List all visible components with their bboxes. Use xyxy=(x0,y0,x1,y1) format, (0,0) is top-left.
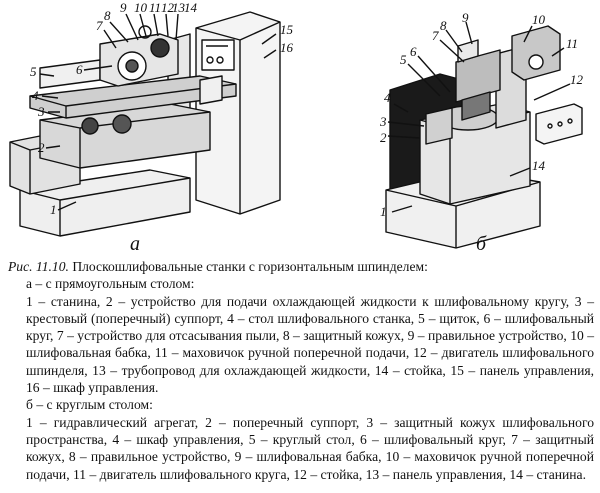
machine-drawings: 1 2 3 4 5 6 7 8 9 10 11 12 13 14 15 16 а… xyxy=(9,0,584,255)
label-a-9: 9 xyxy=(120,0,127,15)
label-a-16: 16 xyxy=(280,40,294,55)
part-b-text: 1 – гидравлический агрегат, 2 – поперечн… xyxy=(26,414,594,482)
label-b-1: 1 xyxy=(380,204,387,219)
label-a-3: 3 xyxy=(37,104,45,119)
label-b-8: 8 xyxy=(440,18,447,33)
sublabel-a: а xyxy=(130,233,140,255)
label-b-11: 11 xyxy=(566,36,578,51)
machine-illustration: 1 2 3 4 5 6 7 8 9 10 11 12 13 14 15 16 а… xyxy=(9,0,584,255)
label-a-10: 10 xyxy=(134,0,148,15)
sublabel-b: б xyxy=(476,233,487,255)
caption-title-line: Рис. 11.10. Плоскошлифовальные станки с … xyxy=(8,258,594,275)
machine-a-labels: 1 2 3 4 5 6 7 8 9 10 11 12 13 14 15 16 а xyxy=(30,0,294,255)
part-a-heading: а – с прямоугольным столом: xyxy=(26,276,195,292)
label-a-12: 12 xyxy=(161,0,175,15)
machine-b-drawing xyxy=(385,21,583,249)
label-a-14: 14 xyxy=(184,0,198,15)
label-a-2: 2 xyxy=(38,140,45,155)
label-b-10: 10 xyxy=(532,12,546,27)
label-a-13: 13 xyxy=(172,0,186,15)
label-b-14: 14 xyxy=(532,158,546,173)
part-b-heading: б – с круглым столом: xyxy=(26,397,153,413)
label-a-15: 15 xyxy=(280,22,294,37)
label-a-11: 11 xyxy=(149,0,161,15)
label-a-4: 4 xyxy=(32,88,39,103)
label-a-5: 5 xyxy=(30,64,37,79)
label-a-1: 1 xyxy=(50,202,57,217)
label-b-9: 9 xyxy=(462,10,469,25)
machine-a-drawing xyxy=(9,11,281,237)
label-b-2: 2 xyxy=(380,130,387,145)
figure-caption: Рис. 11.10. Плоскошлифовальные станки с … xyxy=(8,258,594,483)
label-b-7: 7 xyxy=(432,28,439,43)
label-b-12: 12 xyxy=(570,72,584,87)
part-a-text: 1 – станина, 2 – устройство для подачи о… xyxy=(26,293,594,396)
machine-b-labels: 1 2 3 4 5 6 7 8 9 10 11 12 14 б xyxy=(379,10,584,255)
label-b-5: 5 xyxy=(400,52,407,67)
label-a-6: 6 xyxy=(76,62,83,77)
label-b-3: 3 xyxy=(379,114,387,129)
label-a-8: 8 xyxy=(104,8,111,23)
figure-label: Рис. 11.10. xyxy=(8,259,69,274)
label-b-4: 4 xyxy=(384,90,391,105)
caption-title: Плоскошлифовальные станки с горизонтальн… xyxy=(72,259,428,274)
label-b-6: 6 xyxy=(410,44,417,59)
label-a-7: 7 xyxy=(96,18,103,33)
